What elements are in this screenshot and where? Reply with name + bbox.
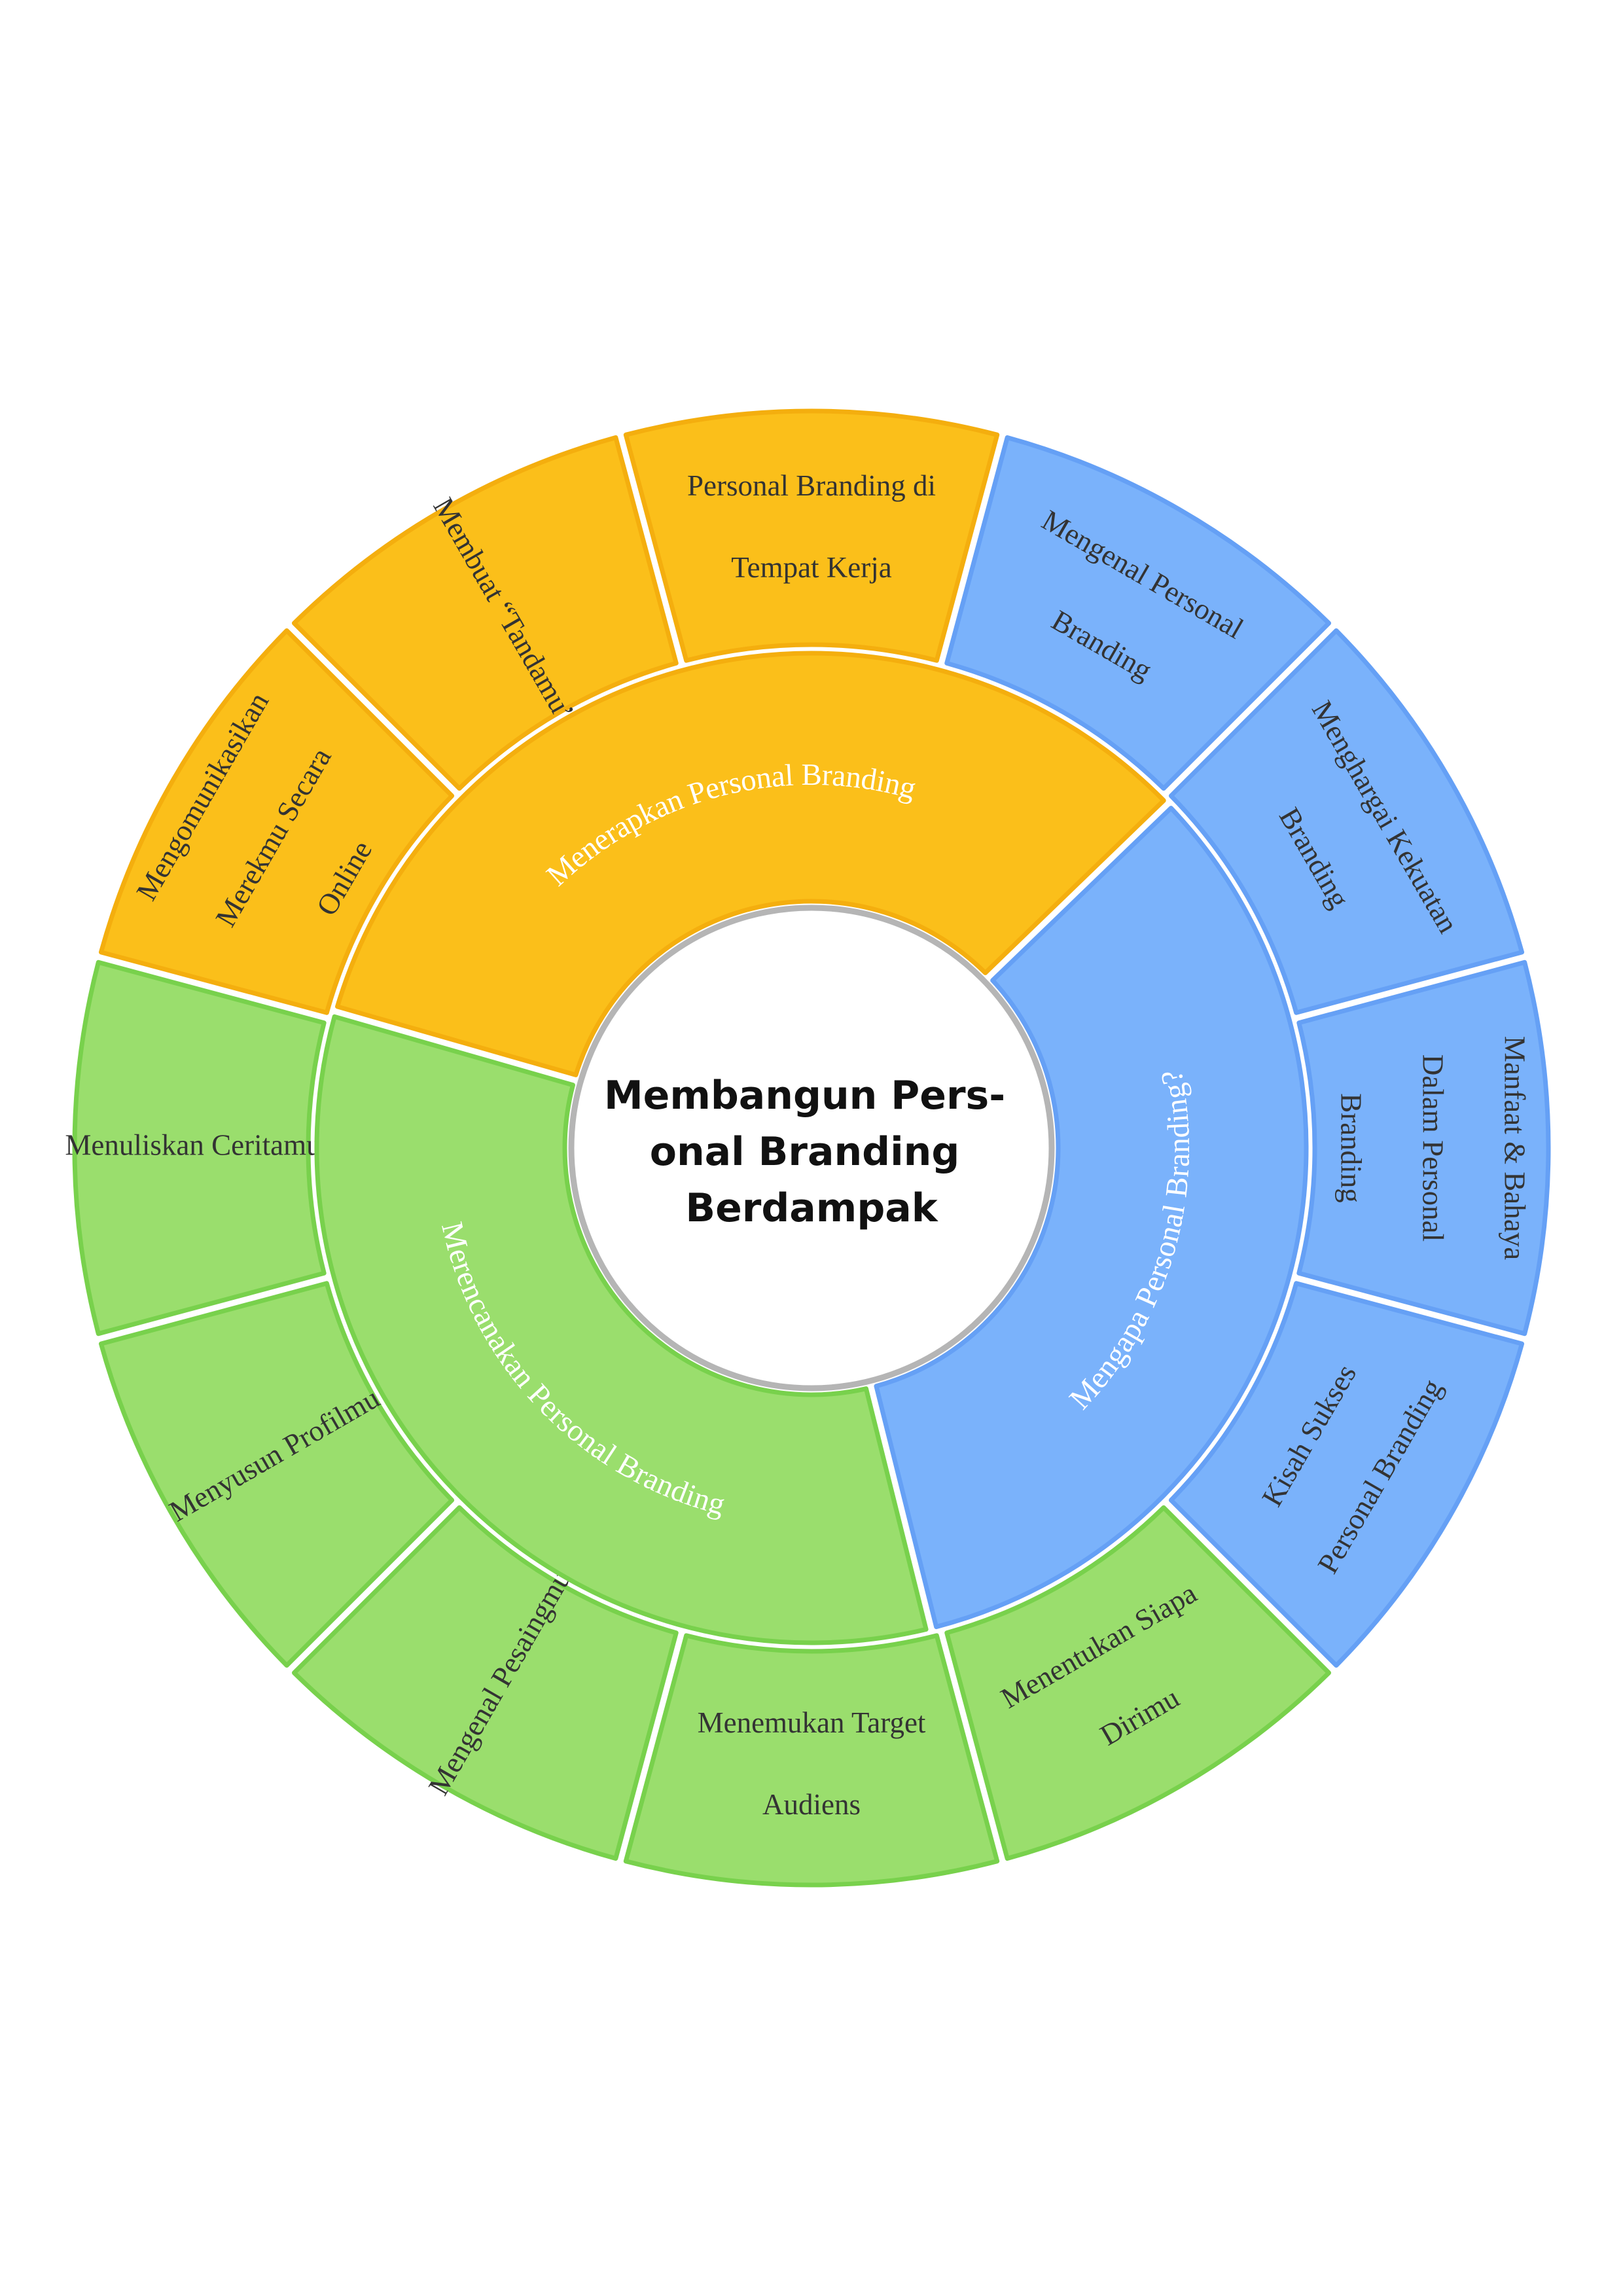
outer-label-manfaat-bahaya-line-1: Manfaat & Bahaya	[1499, 1036, 1531, 1260]
outer-segment-menemukan-target	[623, 1633, 1000, 1888]
center-title-line-2: onal Branding	[650, 1129, 960, 1175]
center-title: Membangun Pers- onal Branding Berdampak	[604, 1073, 1019, 1231]
outer-label-menuliskan-cerita-line-1: Menuliskan Ceritamu	[65, 1128, 321, 1161]
inner-segment-merencanakan	[314, 1014, 929, 1645]
outer-segment-manfaat-bahaya	[1296, 960, 1551, 1336]
outer-label-group-menuliskan-cerita: Menuliskan Ceritamu	[65, 1128, 321, 1161]
outer-label-menemukan-target-line-1: Menemukan Target	[698, 1706, 926, 1739]
center-hub: Membangun Pers- onal Branding Berdampak	[568, 905, 1055, 1391]
outer-label-manfaat-bahaya-line-2: Dalam Personal	[1417, 1054, 1450, 1242]
outer-label-tempat-kerja-line-2: Tempat Kerja	[731, 551, 892, 584]
outer-label-tempat-kerja-line-1: Personal Branding di	[687, 469, 936, 502]
outer-segment-membuat-tanda	[291, 435, 679, 791]
outer-segment-kisah-sukses	[1168, 1281, 1525, 1668]
outer-segment-menyusun-profil	[98, 1281, 455, 1668]
outer-segment-tempat-kerja	[623, 408, 1000, 663]
outer-segment-mengomunikasikan	[98, 628, 455, 1015]
outer-label-manfaat-bahaya-line-3: Branding	[1335, 1093, 1368, 1202]
outer-segment-menuliskan-cerita	[72, 960, 327, 1336]
outer-label-group-manfaat-bahaya: Manfaat & Bahaya Dalam Personal Branding	[1335, 1036, 1531, 1260]
inner-segment-menerapkan	[335, 651, 1166, 1077]
inner-segment-mengapa	[874, 806, 1309, 1630]
center-title-line-1: Membangun Pers-	[604, 1073, 1005, 1119]
outer-segment-mengenal-personal-branding	[944, 435, 1332, 791]
center-title-line-3: Berdampak	[685, 1185, 938, 1231]
outer-segment-menentukan-siapa	[944, 1505, 1332, 1861]
outer-label-menemukan-target-line-2: Audiens	[762, 1788, 861, 1821]
outer-segment-menghargai-kekuatan	[1168, 628, 1525, 1015]
center-circle	[568, 905, 1055, 1391]
outer-segment-mengenal-pesaing	[291, 1505, 679, 1861]
outer-label-group-tempat-kerja: Personal Branding di Tempat Kerja	[687, 469, 936, 584]
